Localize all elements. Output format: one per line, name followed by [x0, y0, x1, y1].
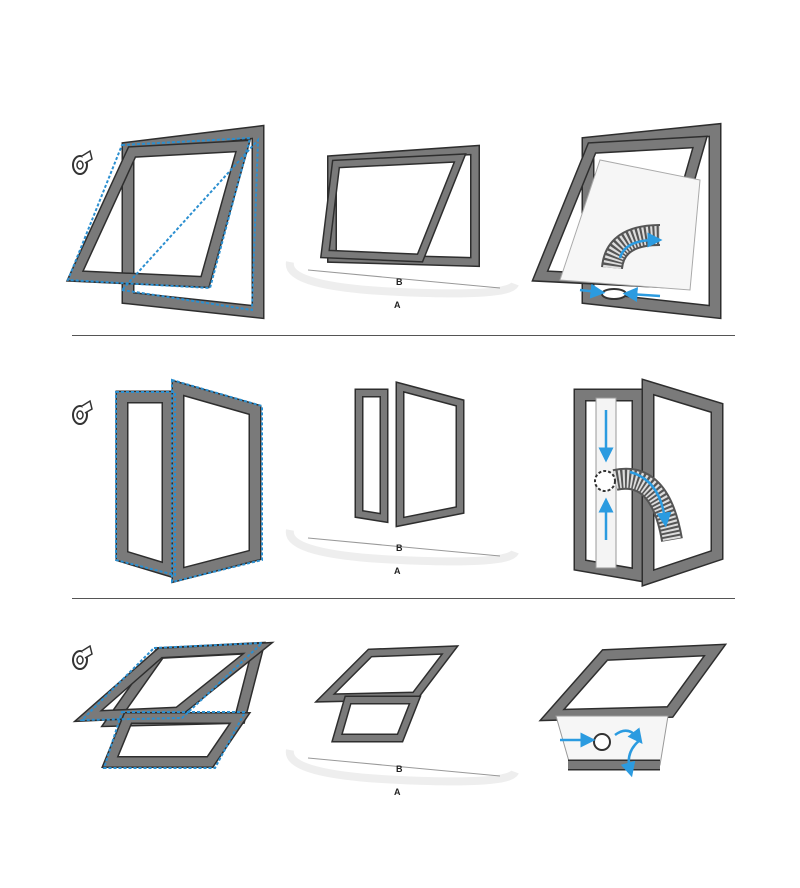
sill-outline [285, 529, 519, 566]
dimension-a-label: A [394, 566, 401, 576]
exhaust-outlet [594, 470, 616, 492]
window-sash [321, 154, 465, 262]
window-frame [115, 390, 175, 579]
window-sash [541, 645, 725, 720]
seal-tape-outline [171, 378, 263, 584]
row-divider [72, 335, 735, 336]
tape-roll-icon [81, 149, 93, 164]
row-divider [72, 598, 735, 599]
airflow-arrow [622, 287, 661, 302]
sill-outline [285, 261, 519, 298]
dimension-line [307, 757, 501, 777]
airflow-arrow [579, 283, 606, 299]
tape-roll-icon [76, 410, 84, 420]
window-frame [356, 390, 387, 522]
dimension-line [307, 537, 501, 557]
dimension-a-label: A [394, 787, 401, 797]
window-sash [68, 141, 250, 287]
dimension-a-label: A [394, 300, 401, 310]
window-frame [123, 126, 263, 318]
dimension-b-label: B [396, 764, 403, 774]
window-frame [117, 392, 173, 577]
tape-roll-icon [81, 644, 93, 659]
window-sash [173, 381, 260, 582]
window-frame [333, 697, 420, 741]
dimension-b-label: B [396, 543, 403, 553]
tape-roll-icon [81, 399, 93, 414]
dimension-line [307, 269, 501, 289]
seal-tape-outline [79, 641, 265, 722]
window-frame [354, 388, 389, 524]
exhaust-outlet [601, 288, 627, 300]
seal-tape-outline [120, 137, 260, 312]
window-sash [397, 383, 463, 526]
window-frame [575, 390, 643, 581]
airflow-arrow [629, 470, 672, 528]
airflow-arrow [614, 727, 643, 744]
window-sash [395, 381, 465, 528]
exhaust-outlet [593, 733, 611, 751]
window-sash [171, 379, 262, 584]
window-frame [103, 713, 249, 767]
tape-roll-icon [76, 160, 84, 170]
airflow-arrow [618, 232, 663, 259]
window-insert-panel [559, 159, 701, 291]
window-sash [643, 380, 722, 585]
sill-outline [285, 749, 519, 786]
dimension-b-label: B [396, 277, 403, 287]
seal-tape-outline [115, 391, 176, 577]
seal-tape-outline [66, 136, 252, 290]
tape-roll-icon [76, 655, 84, 665]
seal-tape-outline [102, 711, 247, 769]
